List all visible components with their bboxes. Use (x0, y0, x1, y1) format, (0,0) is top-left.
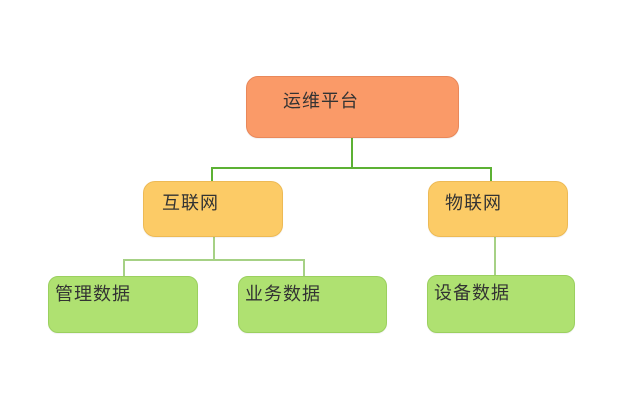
node-device-data-label: 设备数据 (434, 283, 510, 303)
node-root-label: 运维平台 (283, 91, 359, 111)
node-root[interactable]: 运维平台 (246, 76, 459, 138)
node-device-data[interactable]: 设备数据 (427, 275, 575, 333)
connector-level2-rail (123, 259, 305, 276)
node-mgmt-data-label: 管理数据 (55, 284, 131, 304)
node-mgmt-data[interactable]: 管理数据 (48, 276, 198, 333)
node-biz-data-label: 业务数据 (245, 284, 321, 304)
node-internet[interactable]: 互联网 (143, 181, 283, 237)
connector-level1-rail (211, 167, 492, 181)
node-iot-label: 物联网 (445, 193, 502, 213)
node-biz-data[interactable]: 业务数据 (238, 276, 387, 333)
node-internet-label: 互联网 (162, 193, 219, 213)
node-iot[interactable]: 物联网 (428, 181, 568, 237)
